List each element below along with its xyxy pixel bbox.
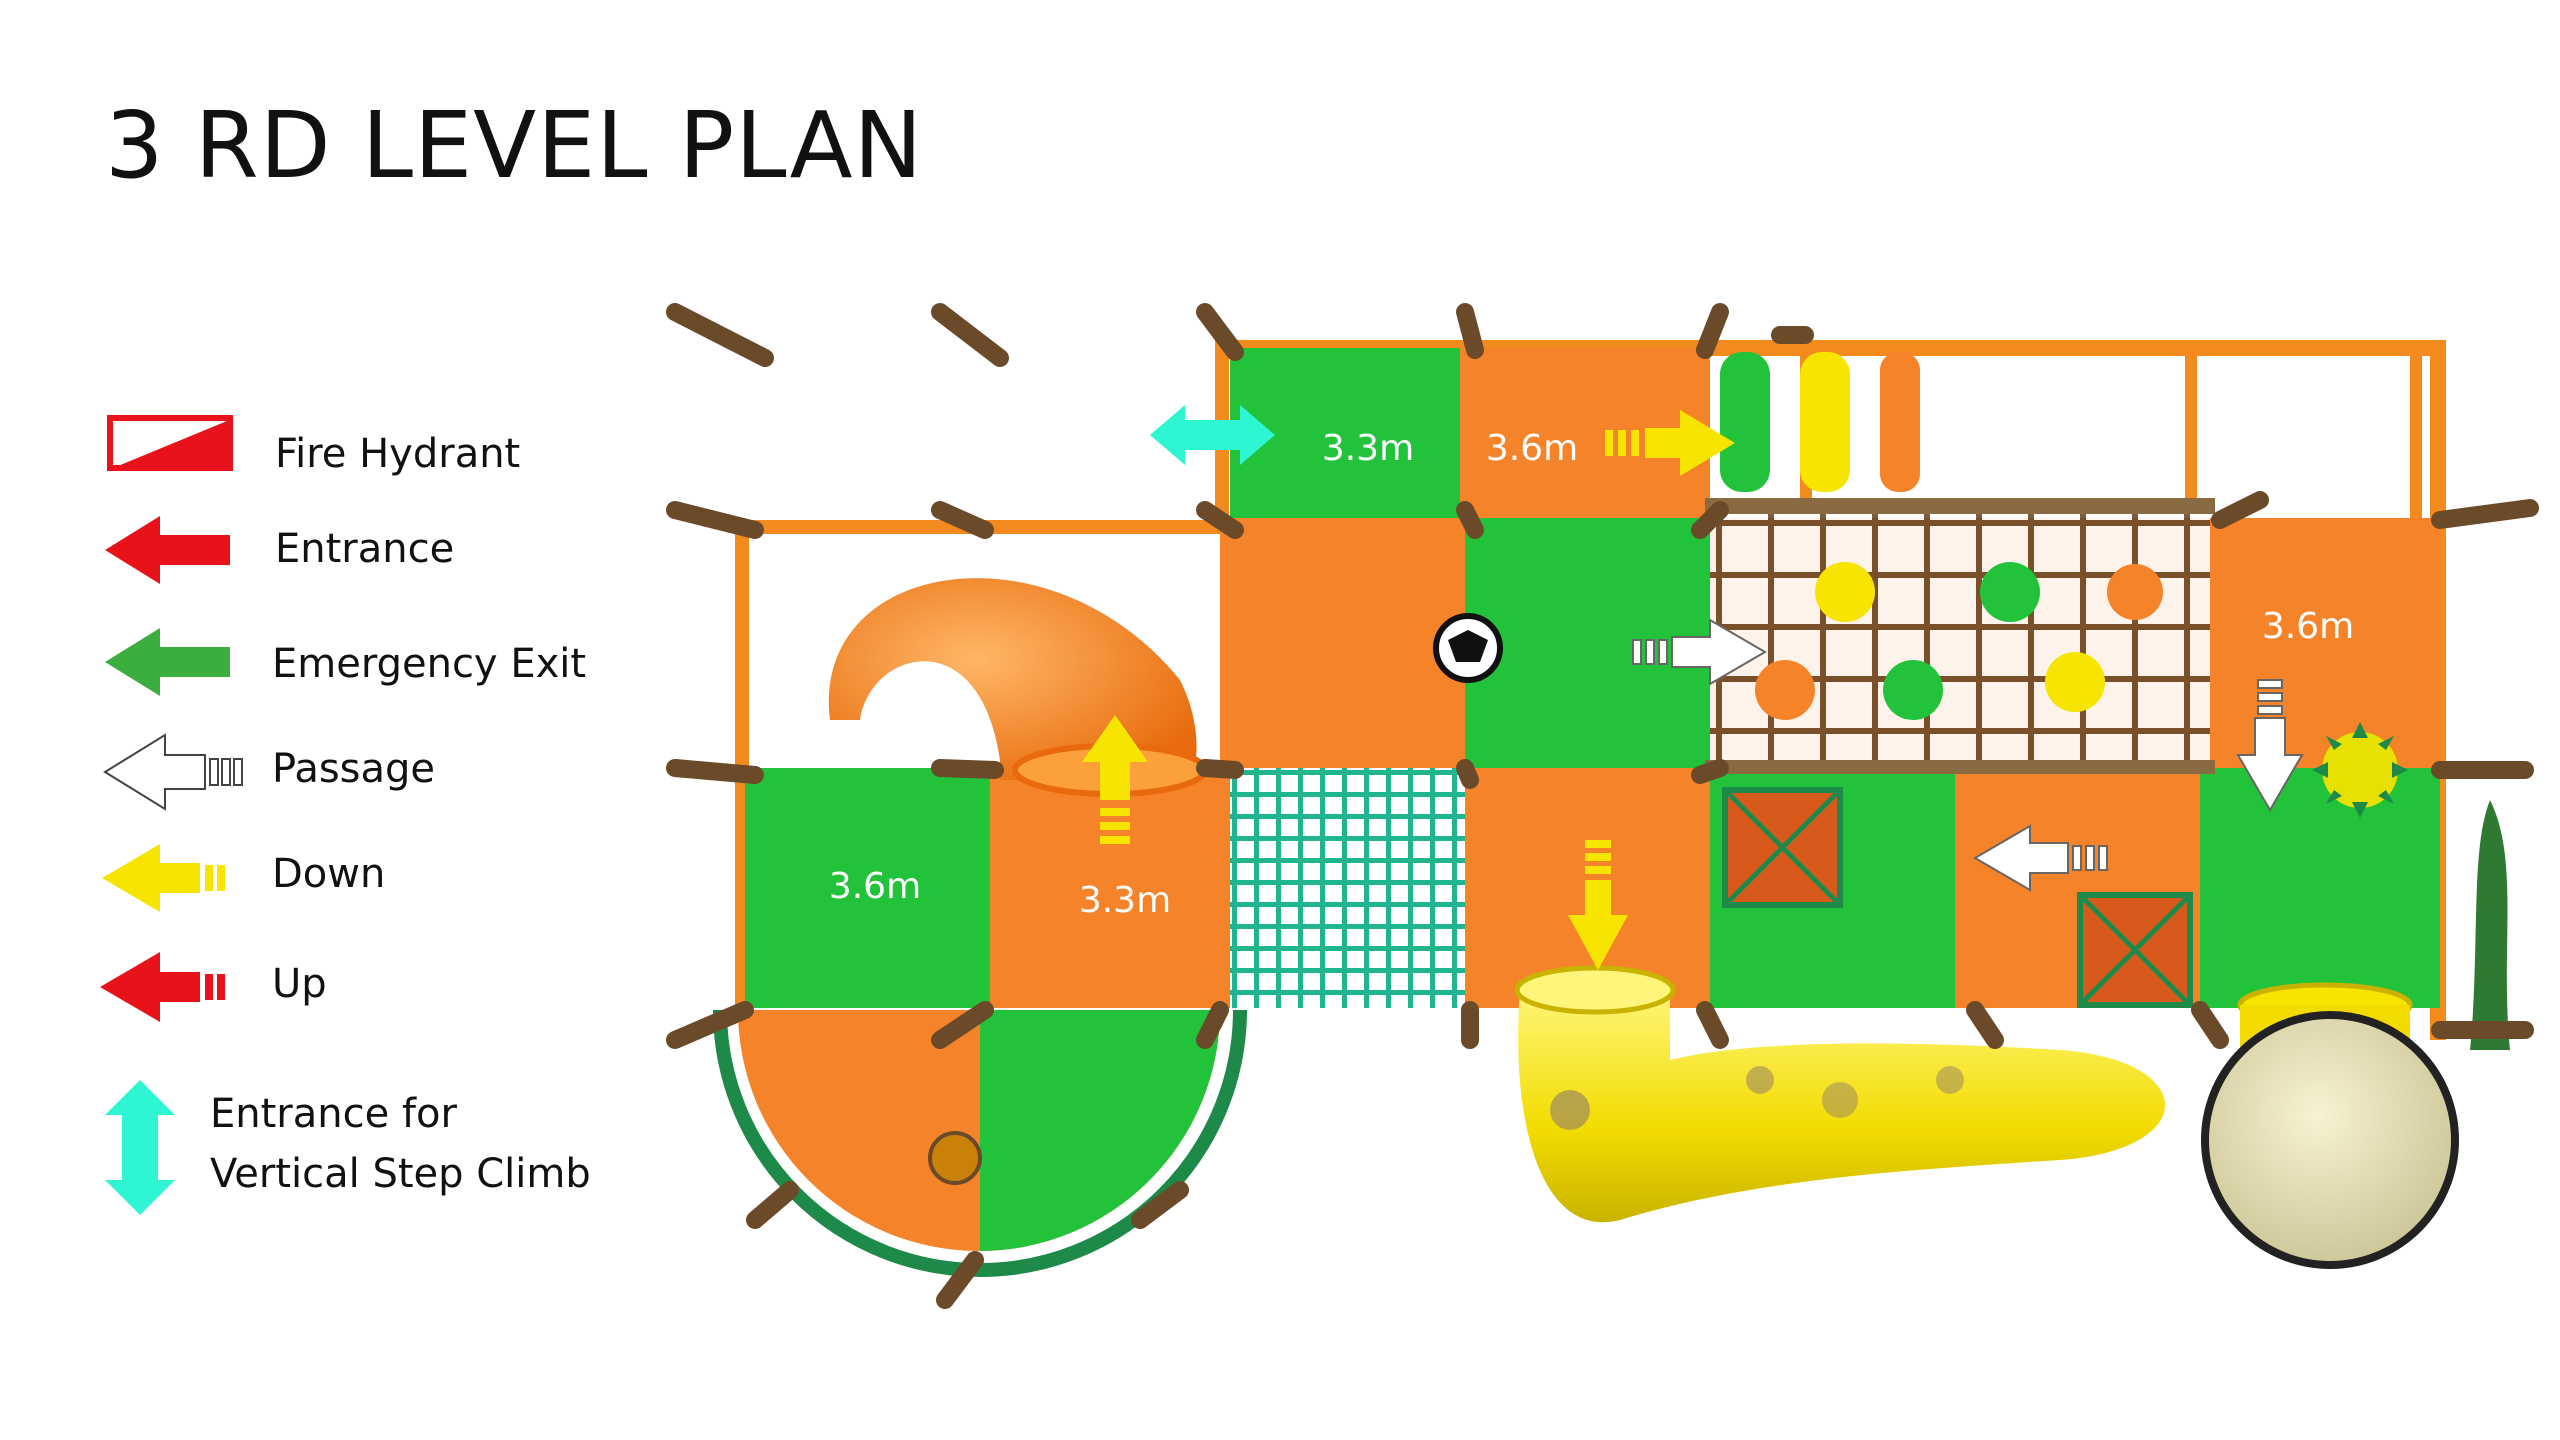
tile-r2-orange bbox=[1220, 518, 1465, 768]
green-arrow-left-icon bbox=[105, 628, 230, 696]
up-arrow-slide bbox=[1082, 715, 1148, 844]
cyan-double-arrow-icon bbox=[105, 1080, 175, 1215]
legend-vertical-label-line1: Entrance for bbox=[210, 1091, 457, 1137]
passage-arrow-down bbox=[2236, 679, 2304, 812]
spiky-ball bbox=[2312, 722, 2408, 818]
dim-right-orange: 3.6m bbox=[2262, 606, 2354, 647]
arc-rim bbox=[713, 1009, 1247, 1277]
yellow-tube-slide bbox=[1514, 965, 2165, 1223]
legend-entrance-label: Entrance bbox=[275, 526, 455, 572]
legend-passage-label: Passage bbox=[272, 746, 436, 792]
rollers bbox=[1720, 352, 1920, 492]
legend-down-label: Down bbox=[272, 851, 386, 897]
pyramid-panels bbox=[1722, 787, 2193, 1008]
dim-top-orange: 3.6m bbox=[1486, 428, 1578, 469]
ball-orange-1 bbox=[2107, 564, 2163, 620]
white-arrow-left-icon bbox=[103, 733, 243, 811]
red-striped-arrow-left-icon bbox=[100, 952, 225, 1022]
passage-arrow-left bbox=[1973, 824, 2108, 892]
ball-green-2 bbox=[1883, 660, 1943, 720]
tile-r2-green bbox=[1465, 518, 1710, 768]
legend-up-label: Up bbox=[272, 961, 327, 1007]
legend-vertical-label-line2: Vertical Step Climb bbox=[210, 1151, 591, 1197]
ball-yellow-2 bbox=[2045, 652, 2105, 712]
cargo-net bbox=[1705, 498, 2215, 774]
vertical-climb-entrance-arrow bbox=[1150, 405, 1275, 465]
fire-hydrant-device bbox=[928, 1131, 982, 1185]
orange-tube-slide bbox=[828, 578, 1208, 797]
down-arrow-top bbox=[1605, 410, 1735, 476]
tile-r2-right-orange bbox=[2200, 518, 2440, 768]
bubble-dome bbox=[2201, 982, 2459, 1269]
dim-top-green: 3.3m bbox=[1322, 428, 1414, 469]
dim-slide-orange: 3.3m bbox=[1079, 880, 1171, 921]
ball-yellow-1 bbox=[1815, 562, 1875, 622]
down-arrow-middle bbox=[1568, 840, 1628, 970]
passage-arrow-right bbox=[1632, 618, 1767, 686]
soccer-ball-patch bbox=[1448, 630, 1488, 662]
ball-green-1 bbox=[1980, 562, 2040, 622]
tile-r3-right-green bbox=[2200, 768, 2440, 1008]
dim-left-green: 3.6m bbox=[829, 866, 921, 907]
legend-fire-hydrant-label: Fire Hydrant bbox=[275, 431, 521, 477]
tile-r3-left-green bbox=[745, 768, 990, 1008]
page-title: 3 RD LEVEL PLAN bbox=[105, 92, 924, 199]
yellow-arrow-left-icon bbox=[102, 844, 225, 912]
tile-r3-net bbox=[1230, 768, 1465, 1008]
wooden-posts bbox=[666, 303, 2539, 1309]
legend-emergency-exit-label: Emergency Exit bbox=[272, 641, 587, 687]
tile-bottom-arc-green bbox=[980, 1010, 1220, 1251]
fire-hydrant-icon bbox=[107, 415, 233, 471]
red-arrow-left-icon bbox=[105, 516, 230, 584]
ball-orange-2 bbox=[1755, 660, 1815, 720]
decor-bush bbox=[2470, 800, 2510, 1050]
